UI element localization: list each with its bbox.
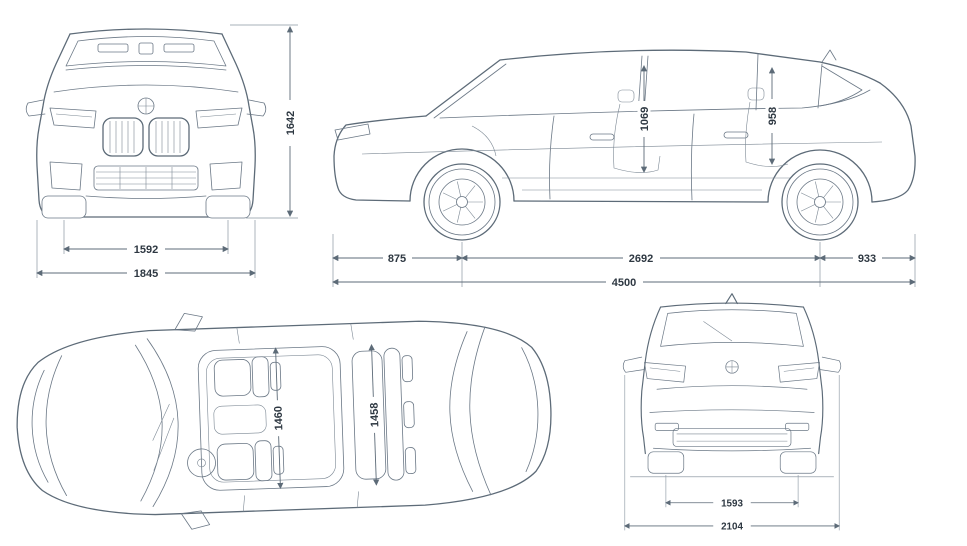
antenna-fin: [821, 49, 837, 63]
dim-label-rear-track-width: 1593: [721, 498, 743, 509]
diffuser: [672, 428, 792, 447]
lower-grille: [93, 165, 199, 191]
rear-car-drawing: [622, 293, 842, 478]
front-wheel-arch: [409, 148, 515, 202]
top-dimensions: 1460 1458: [270, 343, 382, 490]
rear-tire-left: [647, 451, 685, 474]
dim-label-track-width: 1592: [134, 244, 158, 256]
steering-wheel: [187, 448, 216, 478]
door-mirror-top-left: [174, 313, 203, 332]
rear-bench: [351, 347, 417, 481]
rear-dimensions: 1593 2104: [623, 374, 841, 533]
dim-label-rear-interior-width: 1458: [369, 402, 382, 427]
air-intake-left: [49, 161, 83, 191]
dim-label-overall-length: 4500: [612, 277, 636, 289]
center-console: [213, 404, 267, 435]
tire-left: [41, 195, 87, 219]
tire-right: [205, 195, 251, 219]
dim-label-front-interior-width: 1460: [273, 406, 286, 431]
dim-label-wheelbase: 2692: [629, 253, 653, 265]
rear-tire-right: [779, 451, 817, 474]
taillight-left: [644, 362, 686, 383]
front-view: 1642 1592 1845: [6, 4, 306, 289]
sun-visor-left: [97, 43, 129, 53]
dim-label-height: 1642: [285, 111, 297, 135]
rear-window-top: [449, 331, 474, 492]
front-car-drawing: [25, 28, 267, 219]
tailgate-line: [521, 347, 539, 472]
cowl-line: [134, 344, 163, 502]
rear-wheel-arch: [767, 149, 873, 203]
panorama-roof: [197, 346, 345, 491]
wipers: [152, 403, 175, 471]
front-door-seam: [549, 115, 555, 200]
windshield: [65, 36, 227, 67]
kidney-grille-right: [148, 117, 190, 157]
side-car-drawing: [333, 49, 916, 241]
air-intake-right: [209, 161, 243, 191]
door-mirror-top-right: [180, 510, 211, 530]
front-dimensions: 1642 1592 1845: [36, 24, 298, 280]
quarter-window: [817, 63, 863, 109]
sun-visor-right: [163, 43, 195, 53]
dim-label-rear-interior-height: 958: [767, 107, 779, 125]
door-mirror-right: [246, 99, 267, 117]
headlight-left: [49, 107, 97, 129]
top-view: 1460 1458: [2, 296, 567, 541]
front-seat-headrest: [617, 89, 635, 103]
dim-label-front-interior-height: 1069: [639, 107, 651, 131]
door-mirror-left: [25, 99, 46, 117]
dim-label-rear-overhang: 933: [858, 253, 876, 265]
rear-view: 1593 2104: [598, 282, 866, 543]
rear-wheel: [781, 163, 859, 241]
c-pillar: [755, 53, 759, 111]
windshield-top: [146, 338, 179, 508]
dim-label-overall-width: 1845: [134, 268, 158, 280]
door-handle-front: [589, 133, 615, 141]
antenna-fin: [725, 293, 738, 305]
dim-label-rear-overall-width: 2104: [721, 522, 743, 533]
reflector-right: [785, 422, 810, 431]
headlight-side: [334, 123, 371, 141]
door-handle-rear: [723, 131, 749, 139]
rear-seat-headrest: [747, 87, 765, 101]
door-mirror-rear-left: [622, 356, 644, 373]
front-wheel: [423, 163, 501, 241]
headlight-right: [195, 107, 243, 129]
side-dimensions: 1069 958 875 2692 933 4500: [332, 65, 916, 289]
door-mirror-rear-right: [820, 356, 842, 373]
reflector-left: [654, 422, 679, 431]
taillight-right: [778, 362, 820, 383]
rearview-mirror: [138, 42, 154, 55]
dim-label-front-overhang: 875: [388, 253, 406, 265]
kidney-grille-left: [102, 117, 144, 157]
rear-door-seam: [690, 113, 695, 201]
side-view: 1069 958 875 2692 933 4500: [322, 6, 962, 291]
rear-window: [660, 309, 804, 347]
rear-wiper: [703, 321, 733, 342]
